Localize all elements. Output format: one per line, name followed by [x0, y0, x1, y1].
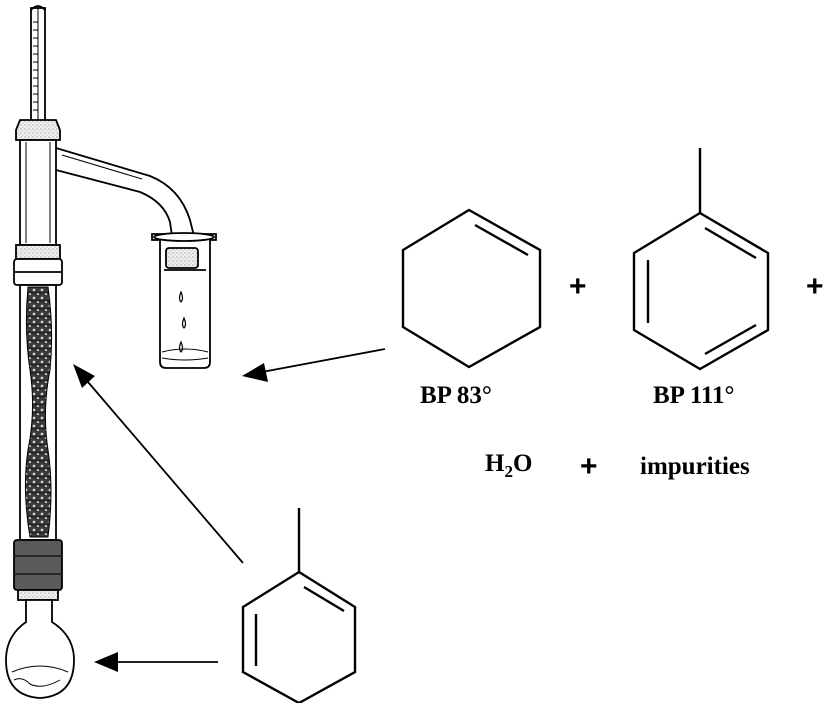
round-bottom-flask	[5, 599, 75, 699]
water-label: H2O	[485, 450, 532, 482]
condenser-side-arm	[55, 147, 195, 237]
keck-clamp	[13, 539, 63, 591]
plus-sign-2: +	[806, 270, 824, 303]
thermometer-adapter	[15, 119, 61, 141]
arrow-to-flask	[94, 652, 218, 672]
bp-cyclohexene-label: BP 83°	[420, 382, 492, 409]
arrow-to-column	[73, 364, 244, 564]
arrows	[73, 348, 386, 672]
bp-toluene-label: BP 111°	[653, 382, 735, 409]
impurities-label: impurities	[640, 453, 750, 480]
fractional-distillation-apparatus-icon	[5, 5, 217, 699]
toluene-structure-icon	[241, 508, 357, 703]
arrow-to-receiver	[242, 348, 386, 382]
water-o: O	[512, 450, 533, 477]
condensate-drops	[178, 290, 187, 353]
plus-sign-3: +	[580, 450, 598, 483]
toluene-structure-icon	[632, 148, 770, 371]
plus-sign-1: +	[569, 270, 587, 303]
column-packing	[24, 286, 53, 538]
water-subscript: 2	[504, 462, 513, 481]
cyclohexene-structure-icon	[401, 208, 542, 369]
water-h: H	[485, 450, 505, 477]
